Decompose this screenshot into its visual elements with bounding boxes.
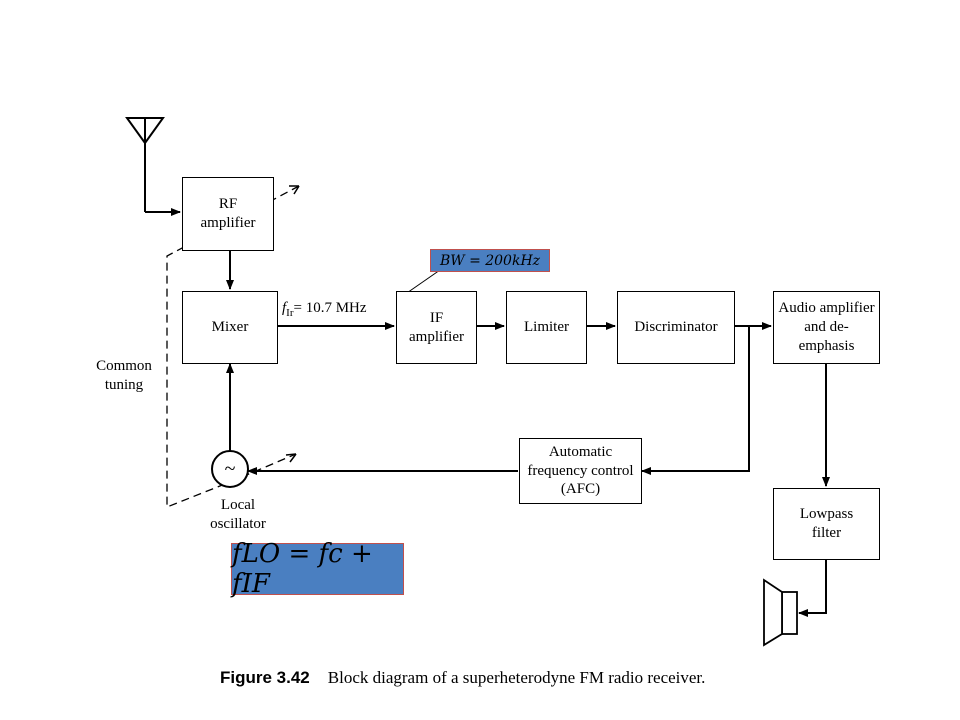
audio-amplifier-label: Audio amplifier and de-emphasis xyxy=(778,300,875,354)
bandwidth-callout-leader xyxy=(403,269,441,296)
local-oscillator-label: Local oscillator xyxy=(210,497,266,532)
if-frequency-value: = 10.7 MHz xyxy=(293,300,367,316)
lo-frequency-equation: fLO = fc + fIF xyxy=(231,539,404,599)
limiter-block: Limiter xyxy=(506,291,587,364)
afc-label: Automatic frequency control (AFC) xyxy=(527,443,634,498)
common-tuning-label: Common tuning xyxy=(96,358,152,393)
rf-amplifier-block: RF amplifier xyxy=(182,177,274,251)
limiter-label: Limiter xyxy=(524,319,569,336)
if-amplifier-label: IF amplifier xyxy=(409,309,464,345)
lowpass-filter-block: Lowpass filter xyxy=(773,488,880,560)
lowpass-filter-label: Lowpass filter xyxy=(799,506,854,541)
audio-amplifier-block: Audio amplifier and de-emphasis xyxy=(773,291,880,364)
mixer-label: Mixer xyxy=(211,319,249,336)
lo-tuning-arrowhead xyxy=(285,453,297,463)
figure-caption-text: Block diagram of a superheterodyne FM ra… xyxy=(327,668,706,687)
rf-amplifier-label: RF amplifier xyxy=(200,196,256,231)
if-frequency-subscript: Ir xyxy=(286,307,294,319)
antenna-icon xyxy=(125,117,165,212)
discriminator-block: Discriminator xyxy=(617,291,735,364)
rf-tuning-arrowhead xyxy=(289,185,300,195)
if-frequency-symbol: f xyxy=(282,300,287,316)
afc-feedback-arrow xyxy=(641,326,750,475)
local-oscillator-symbol-glyph: ~ xyxy=(224,458,236,480)
figure-number: Figure 3.42 xyxy=(220,668,310,687)
if-amplifier-block: IF amplifier xyxy=(396,291,477,364)
bandwidth-annotation: BW = 200kHz xyxy=(430,249,550,272)
lowpass-to-speaker-arrow xyxy=(798,560,827,617)
if-frequency-label: fIr= 10.7 MHz xyxy=(282,299,367,321)
local-oscillator-symbol xyxy=(211,450,249,488)
figure-caption: Figure 3.42 Block diagram of a superheter… xyxy=(220,668,705,688)
mixer-block: Mixer xyxy=(182,291,278,364)
speaker-icon xyxy=(763,578,798,647)
discriminator-label: Discriminator xyxy=(634,319,718,336)
afc-block: Automatic frequency control (AFC) xyxy=(519,438,642,504)
